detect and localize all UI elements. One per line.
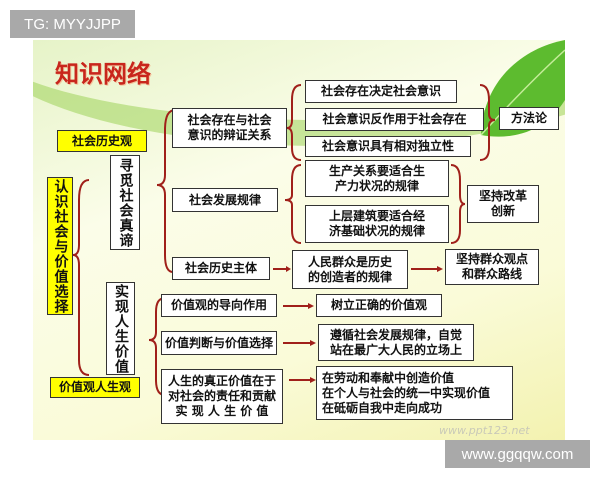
correct-value-box: 树立正确的价值观 [316, 294, 442, 317]
site-watermark: www.ppt123.net [439, 424, 530, 437]
dialectic-point-3: 社会意识具有相对独立性 [305, 136, 471, 157]
value-guide-box: 价值观的导向作用 [161, 294, 277, 317]
law-point-1: 生产关系要适合生 产力状况的规律 [305, 160, 449, 197]
connectors [72, 84, 496, 396]
masses-law-box: 人民群众是历史 的创造者的规律 [292, 250, 408, 289]
watermark-top: TG: MYYJJPP [10, 10, 135, 38]
dialectic-point-2: 社会意识反作用于社会存在 [305, 108, 484, 131]
life-value-label: 实现人生价值 [106, 282, 135, 375]
social-law-box: 社会发展规律 [172, 188, 278, 212]
create-value-box: 在劳动和奉献中创造价值 在个人与社会的统一中实现价值 在砥砺自我中走向成功 [316, 366, 513, 420]
methodology-box: 方法论 [499, 107, 559, 130]
brace-main [72, 179, 90, 376]
dialectic-point-1: 社会存在决定社会意识 [305, 80, 457, 103]
seek-truth-label: 寻觅社会真谛 [110, 155, 140, 250]
value-view-label: 价值观人生观 [50, 377, 140, 398]
mass-line-box: 坚持群众观点 和群众路线 [445, 249, 539, 285]
brace-law [284, 164, 302, 244]
page-title: 知识网络 [55, 59, 151, 88]
brace-dialectic [286, 84, 302, 161]
watermark-bottom: www.ggqqw.com [445, 440, 590, 468]
brace-reform [450, 164, 466, 244]
history-view-label: 社会历史观 [57, 130, 147, 152]
law-point-2: 上层建筑要适合经 济基础状况的规律 [305, 205, 449, 243]
reform-box: 坚持改革 创新 [467, 185, 539, 223]
true-value-box: 人生的真正价值在于 对社会的责任和贡献 实 现 人 生 价 值 [161, 369, 283, 424]
main-topic-label: 认识社会与价值选择 [47, 177, 73, 315]
follow-law-box: 遵循社会发展规律，自觉 站在最广大人民的立场上 [318, 324, 474, 361]
brace-method [479, 84, 496, 161]
dialectic-box: 社会存在与社会 意识的辩证关系 [172, 108, 287, 148]
history-subject-box: 社会历史主体 [172, 257, 270, 280]
brace-values [148, 297, 166, 396]
value-judgment-box: 价值判断与价值选择 [161, 331, 277, 355]
brace-truth [156, 109, 176, 273]
knowledge-network-slide: 知识网络 社会历史观 认识社会与价值选择 寻觅社会真谛 实现人生价值 价值观人生… [33, 40, 565, 440]
